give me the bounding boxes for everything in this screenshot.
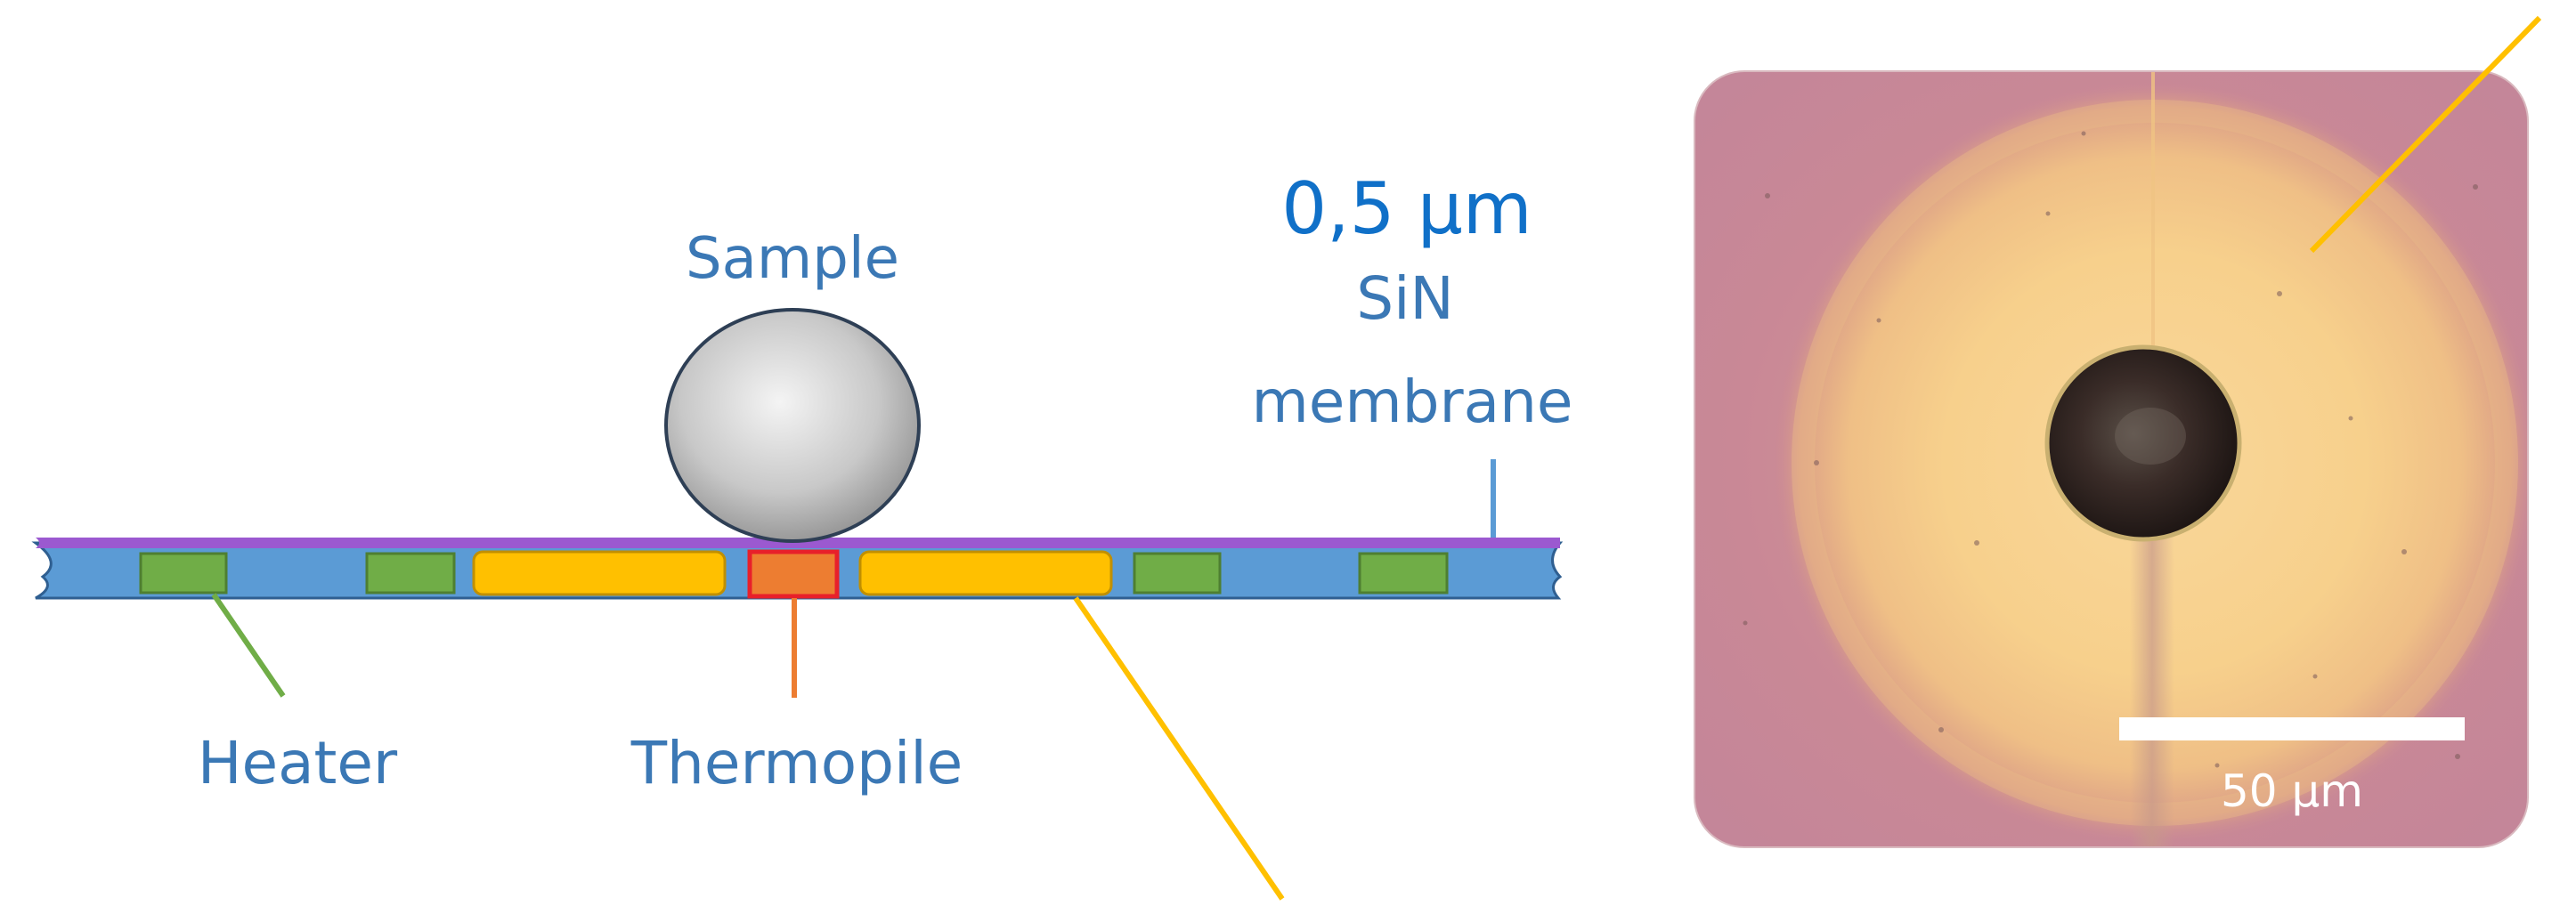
particle-highlight <box>2115 408 2186 465</box>
heater-leader-line <box>211 593 286 698</box>
micrograph-gold-leader-line <box>2309 15 2542 254</box>
thermopile-label: Thermopile <box>630 729 963 797</box>
membrane-label-line1: SiN <box>1356 264 1454 333</box>
surface-specks <box>1743 131 2478 768</box>
gold-film-leader-line <box>1073 596 1285 901</box>
thermopile-element <box>747 549 840 599</box>
membrane-label-line2: membrane <box>1251 368 1572 436</box>
heater-label: Heater <box>198 729 398 797</box>
sample-particle <box>2044 344 2242 542</box>
micrograph-panel: 50 µm <box>1694 15 2542 848</box>
gold-film <box>472 550 727 596</box>
heater-element <box>1133 552 1222 595</box>
membrane-top-layer <box>36 538 1560 548</box>
heater-element <box>1358 552 1449 595</box>
sample-label: Sample <box>686 226 899 292</box>
micrograph-frame <box>1694 70 2529 848</box>
scale-bar <box>2119 717 2465 740</box>
gold-film <box>858 550 1113 596</box>
heater-element <box>139 552 228 595</box>
membrane-cross-section: Sample 0,5 µm SiN membrane Heater Thermo… <box>31 167 1573 901</box>
grey-sphere-icon <box>664 308 921 543</box>
thickness-label: 0,5 µm <box>1281 167 1532 250</box>
thermopile-lead-trace <box>2130 516 2174 847</box>
heater-element <box>365 552 456 595</box>
scale-bar-label: 50 µm <box>2221 765 2363 817</box>
